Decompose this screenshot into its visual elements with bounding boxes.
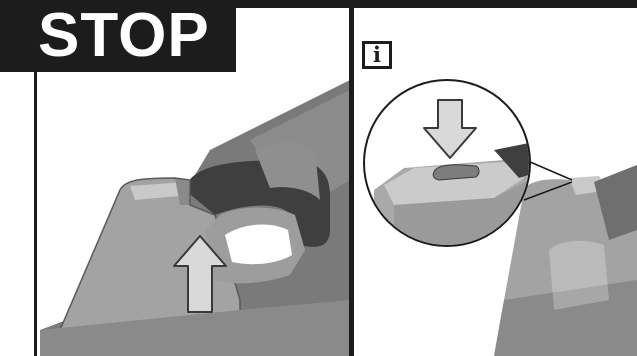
- info-panel: [354, 0, 637, 356]
- stop-label-bracket: [34, 72, 37, 356]
- handle-opening: [225, 225, 292, 265]
- info-panel-drawing: [354, 0, 637, 356]
- info-badge-letter: i: [365, 44, 389, 66]
- panel-divider: [349, 0, 354, 356]
- release-button: [433, 165, 479, 180]
- info-icon: i: [362, 41, 392, 69]
- stop-label: STOP: [0, 0, 236, 72]
- housing-shade: [549, 241, 609, 310]
